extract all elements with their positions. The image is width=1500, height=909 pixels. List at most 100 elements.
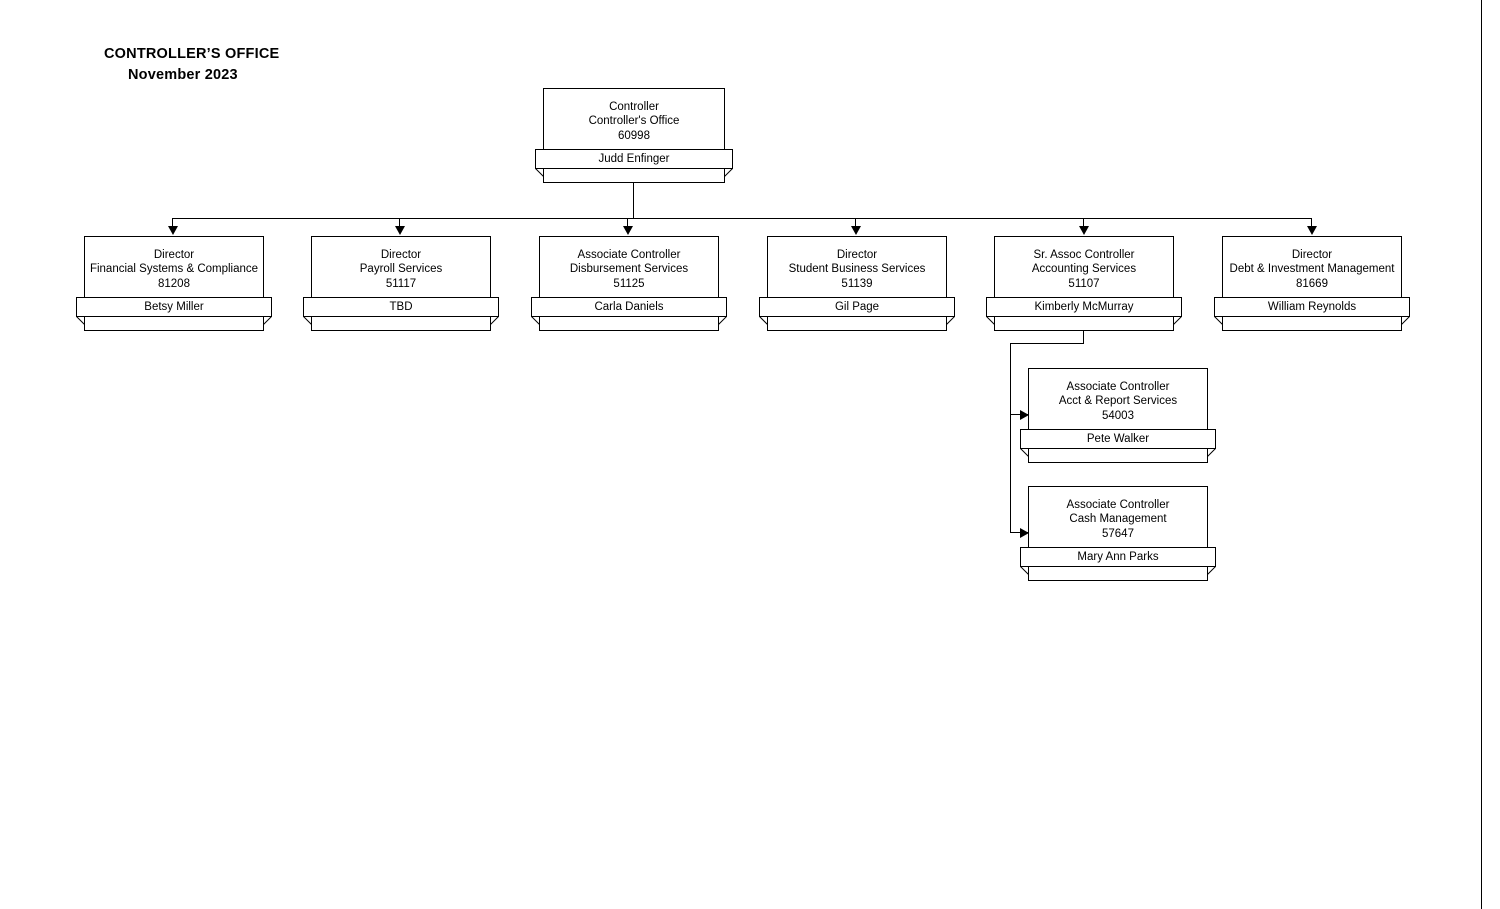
node-name-bar[interactable]: Mary Ann Parks (1020, 547, 1216, 567)
node-person-name: Mary Ann Parks (1077, 551, 1159, 563)
node-notch-right-icon (724, 168, 733, 177)
node-name-bar[interactable]: Kimberly McMurray (986, 297, 1182, 317)
node-name-bar[interactable]: Betsy Miller (76, 297, 272, 317)
node-person-name: Kimberly McMurray (1034, 301, 1134, 313)
node-notch-left-icon (1020, 566, 1029, 575)
node-title: Controller (609, 100, 659, 113)
node-body: Associate Controller Cash Management 576… (1028, 486, 1208, 553)
node-code: 60998 (618, 129, 650, 142)
node-person-name: Judd Enfinger (598, 153, 670, 165)
org-node-accounting-services[interactable]: Sr. Assoc Controller Accounting Services… (986, 236, 1182, 331)
node-name-bar[interactable]: Judd Enfinger (535, 149, 733, 169)
connector-drop-debt (1311, 218, 1312, 228)
connector-accounting-elbow (1010, 343, 1084, 344)
node-notch-left-icon (535, 168, 544, 177)
node-code: 81208 (158, 277, 190, 290)
arrow-accounting (1079, 226, 1089, 235)
connector-drop-disbursement (627, 218, 628, 228)
node-code: 51117 (385, 277, 417, 290)
node-notch-left-icon (1214, 316, 1223, 325)
chart-title-block: CONTROLLER’S OFFICE November 2023 (104, 44, 279, 86)
node-title: Director (836, 248, 878, 261)
node-body: Associate Controller Disbursement Servic… (539, 236, 719, 303)
node-notch-left-icon (76, 316, 85, 325)
node-code: 51125 (613, 277, 645, 290)
node-title: Director (1291, 248, 1333, 261)
chart-title-line-2: November 2023 (128, 67, 238, 83)
node-code: 51107 (1068, 277, 1100, 290)
node-person-name: Gil Page (834, 301, 880, 313)
node-notch-right-icon (1401, 316, 1410, 325)
org-node-disbursement-services[interactable]: Associate Controller Disbursement Servic… (531, 236, 727, 331)
node-name-bar[interactable]: William Reynolds (1214, 297, 1410, 317)
arrow-debt (1307, 226, 1317, 235)
node-notch-left-icon (531, 316, 540, 325)
node-person-name: William Reynolds (1267, 301, 1357, 313)
node-unit: Debt & Investment Management (1229, 263, 1395, 276)
org-node-debt-investment-management[interactable]: Director Debt & Investment Management 81… (1214, 236, 1410, 331)
connector-branch-acctreport (1010, 414, 1028, 415)
chart-title-line-1: CONTROLLER’S OFFICE (104, 46, 280, 62)
connector-accounting-drop (1083, 325, 1084, 343)
node-code: 57647 (1102, 527, 1134, 540)
connector-root-drop (633, 183, 634, 218)
node-notch-right-icon (1173, 316, 1182, 325)
org-node-acct-report-services[interactable]: Associate Controller Acct & Report Servi… (1020, 368, 1216, 463)
node-body: Sr. Assoc Controller Accounting Services… (994, 236, 1174, 303)
org-node-student-business-services[interactable]: Director Student Business Services 51139… (759, 236, 955, 331)
node-code: 54003 (1102, 409, 1134, 422)
node-body: Director Student Business Services 51139 (767, 236, 947, 303)
node-person-name: Betsy Miller (144, 301, 204, 313)
org-node-cash-management[interactable]: Associate Controller Cash Management 576… (1020, 486, 1216, 581)
node-unit: Acct & Report Services (1058, 395, 1178, 408)
node-title: Associate Controller (1066, 380, 1170, 393)
node-title: Associate Controller (1066, 498, 1170, 511)
arrow-cash (1020, 528, 1029, 538)
node-notch-left-icon (759, 316, 768, 325)
node-title: Associate Controller (577, 248, 681, 261)
connector-drop-fsc (172, 218, 173, 228)
node-notch-left-icon (1020, 448, 1029, 457)
arrow-payroll (395, 226, 405, 235)
node-title: Director (153, 248, 195, 261)
node-unit: Financial Systems & Compliance (89, 263, 259, 276)
node-unit: Cash Management (1069, 513, 1167, 526)
org-node-financial-systems-compliance[interactable]: Director Financial Systems & Compliance … (76, 236, 272, 331)
connector-accounting-spine (1010, 343, 1011, 533)
node-person-name: TBD (389, 301, 413, 313)
node-code: 81669 (1296, 277, 1328, 290)
node-notch-right-icon (946, 316, 955, 325)
connector-level2-bus (172, 218, 1312, 219)
node-unit: Disbursement Services (569, 263, 689, 276)
node-notch-left-icon (986, 316, 995, 325)
node-code: 51139 (841, 277, 873, 290)
node-unit: Payroll Services (359, 263, 443, 276)
node-notch-right-icon (1207, 566, 1216, 575)
node-notch-right-icon (1207, 448, 1216, 457)
node-body: Director Financial Systems & Compliance … (84, 236, 264, 303)
page-border-rule (1481, 0, 1482, 909)
org-node-payroll-services[interactable]: Director Payroll Services 51117 TBD (303, 236, 499, 331)
node-body: Controller Controller's Office 60998 (543, 88, 725, 155)
connector-drop-payroll (399, 218, 400, 228)
node-person-name: Carla Daniels (594, 301, 664, 313)
node-name-bar[interactable]: Gil Page (759, 297, 955, 317)
arrow-student (851, 226, 861, 235)
node-name-bar[interactable]: Carla Daniels (531, 297, 727, 317)
connector-drop-student (855, 218, 856, 228)
connector-drop-accounting (1083, 218, 1084, 228)
node-unit: Controller's Office (588, 115, 680, 128)
node-name-bar[interactable]: Pete Walker (1020, 429, 1216, 449)
arrow-disbursement (623, 226, 633, 235)
node-notch-right-icon (263, 316, 272, 325)
node-unit: Accounting Services (1031, 263, 1137, 276)
node-body: Associate Controller Acct & Report Servi… (1028, 368, 1208, 435)
arrow-acctreport (1020, 410, 1029, 420)
node-notch-right-icon (490, 316, 499, 325)
node-name-bar[interactable]: TBD (303, 297, 499, 317)
node-body: Director Payroll Services 51117 (311, 236, 491, 303)
arrow-fsc (168, 226, 178, 235)
org-node-controller[interactable]: Controller Controller's Office 60998 Jud… (535, 88, 733, 183)
node-person-name: Pete Walker (1086, 433, 1150, 445)
